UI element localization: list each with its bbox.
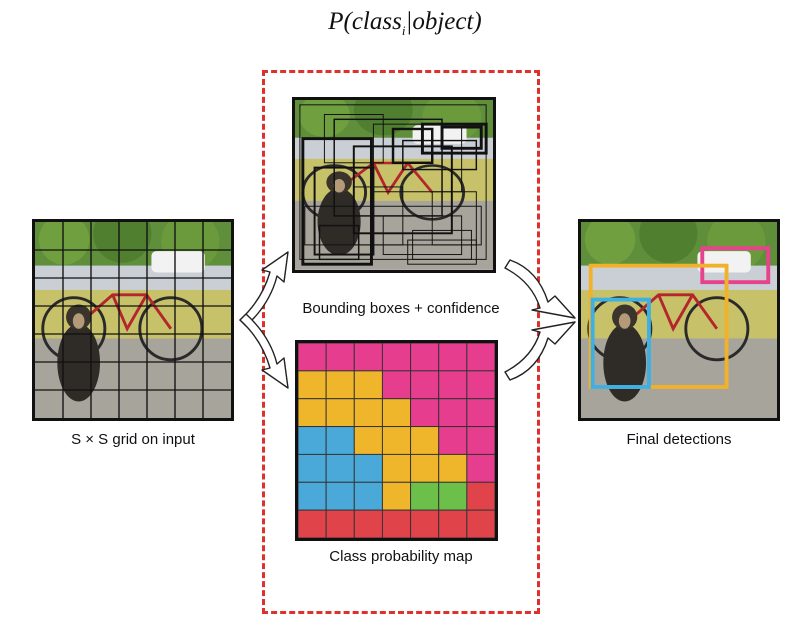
probability-cell — [381, 426, 412, 455]
probability-cell — [410, 453, 440, 483]
probability-cell — [466, 481, 495, 511]
caption-class-probability-map: Class probability map — [329, 548, 473, 565]
probability-cell — [438, 398, 468, 428]
probability-cell — [353, 398, 383, 428]
caption-input-grid: S × S grid on input — [71, 431, 195, 448]
probability-cell — [325, 509, 355, 538]
formula-suffix: |object) — [405, 8, 482, 35]
probability-cell — [466, 398, 495, 428]
detection-dog-box — [590, 297, 651, 389]
probability-cell — [381, 453, 412, 483]
probability-cell — [353, 370, 383, 400]
bounding-boxes-image — [292, 97, 496, 273]
probability-cell — [353, 481, 383, 511]
arrow-right-up-icon — [504, 321, 576, 381]
arrow-left-up-icon — [239, 251, 289, 327]
caption-bounding-boxes: Bounding boxes + confidence — [302, 300, 500, 317]
probability-cell — [298, 343, 327, 372]
arrow-right-down-icon — [504, 259, 576, 319]
formula-prefix: P(class — [328, 8, 402, 35]
probability-cell — [298, 370, 327, 400]
probability-cell — [466, 343, 495, 372]
formula-subscript: i — [401, 23, 406, 38]
probability-cell — [381, 481, 412, 511]
probability-cell — [466, 509, 495, 538]
detection-bicycle-box — [588, 263, 729, 389]
probability-cell — [410, 481, 440, 511]
arrow-left-down-icon — [239, 313, 289, 389]
probability-cell — [410, 509, 440, 538]
probability-cell — [298, 453, 327, 483]
class-probability-map — [295, 340, 498, 541]
probability-cell — [298, 481, 327, 511]
final-detections-image — [578, 219, 780, 421]
probability-cell — [353, 343, 383, 372]
probability-cell — [381, 509, 412, 538]
caption-final-detections: Final detections — [626, 431, 732, 448]
input-grid-image — [32, 219, 234, 421]
formula-title: P(classi|object) — [0, 8, 810, 39]
probability-cell — [325, 398, 355, 428]
probability-cell — [353, 509, 383, 538]
probability-cell — [438, 509, 468, 538]
probability-cell — [438, 481, 468, 511]
